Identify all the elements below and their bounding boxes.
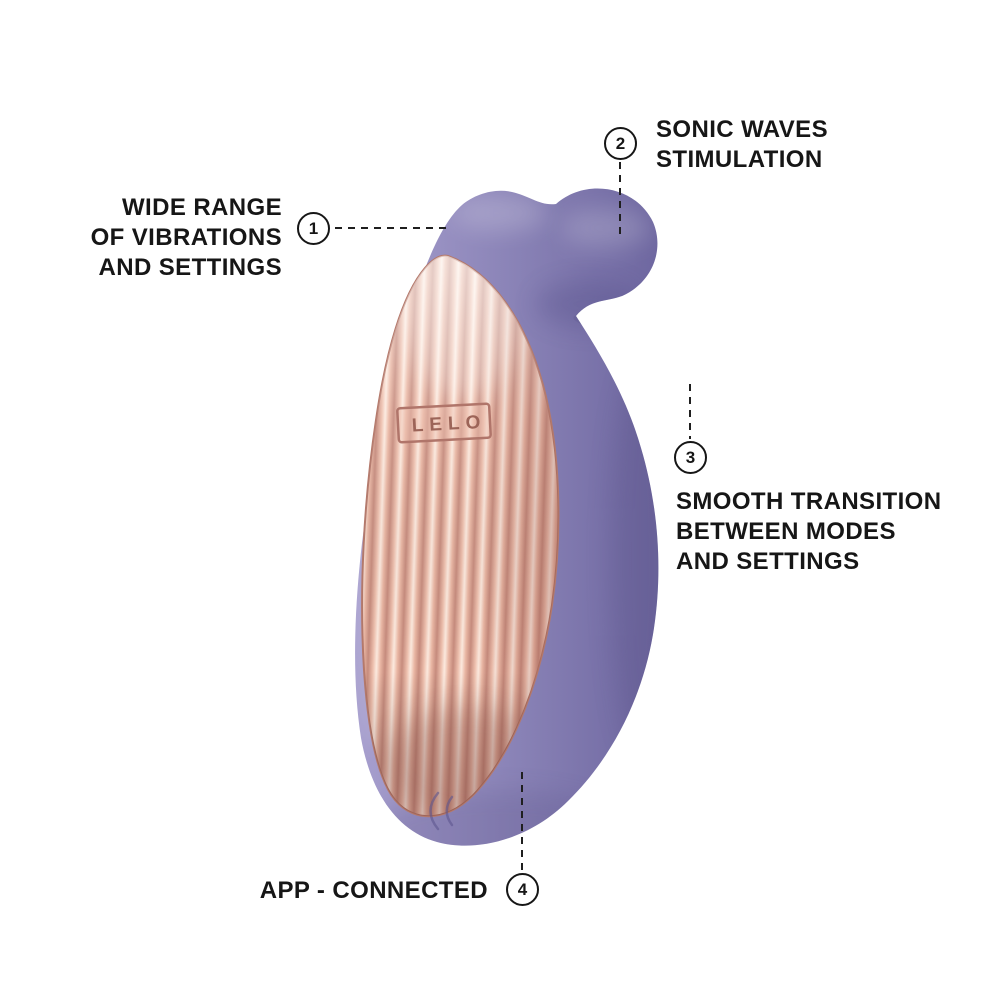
callout-2-number: 2 — [604, 127, 637, 160]
lelo-logo-text: LELO — [411, 412, 487, 437]
callout-1-line-3: AND SETTINGS — [98, 254, 282, 281]
callout-4-line-1: APP - CONNECTED — [259, 877, 488, 904]
lelo-logo: LELO — [396, 402, 492, 444]
callout-3-text: SMOOTH TRANSITION BETWEEN MODES AND SETT… — [676, 487, 941, 577]
callout-3-number: 3 — [674, 441, 707, 474]
device: LELO — [355, 188, 659, 846]
callout-1-number: 1 — [297, 212, 330, 245]
callout-1-text: WIDE RANGE OF VIBRATIONS AND SETTINGS — [91, 193, 282, 283]
callout-lines — [335, 162, 691, 871]
callout-3-line-2: BETWEEN MODES — [676, 518, 896, 545]
callout-1-line-1: WIDE RANGE — [122, 194, 282, 221]
callout-4-number: 4 — [506, 873, 539, 906]
callout-2-line-1: SONIC WAVES — [656, 116, 828, 143]
callout-3-line-1: SMOOTH TRANSITION — [676, 488, 942, 515]
callout-2-text: SONIC WAVES STIMULATION — [656, 115, 828, 175]
callout-3-line-3: AND SETTINGS — [676, 548, 860, 575]
callout-4-text: APP - CONNECTED — [260, 876, 488, 906]
control-marks — [429, 791, 454, 831]
callout-1-line-2: OF VIBRATIONS — [90, 224, 282, 251]
callout-2-line-2: STIMULATION — [656, 146, 823, 173]
lelo-logo-plate — [396, 402, 492, 444]
